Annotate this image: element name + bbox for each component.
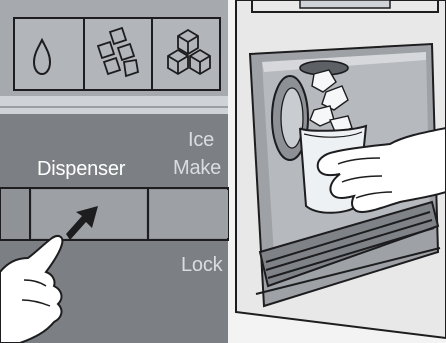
dispenser-label: Dispenser: [37, 159, 125, 179]
lock-press-button[interactable]: [150, 190, 228, 238]
ice-maker-label-line1: Ice: [188, 130, 214, 150]
cubed-ice-select-button[interactable]: [152, 18, 220, 90]
dispenser-press-button[interactable]: [32, 190, 146, 238]
water-select-button[interactable]: [14, 18, 84, 90]
ice-maker-label-line2: Make: [173, 158, 221, 178]
dispenser-paddle-control[interactable]: [272, 76, 310, 164]
lock-label: Lock: [181, 255, 222, 275]
crushed-ice-select-button[interactable]: [84, 18, 152, 90]
top-display-strip: [300, 0, 390, 8]
